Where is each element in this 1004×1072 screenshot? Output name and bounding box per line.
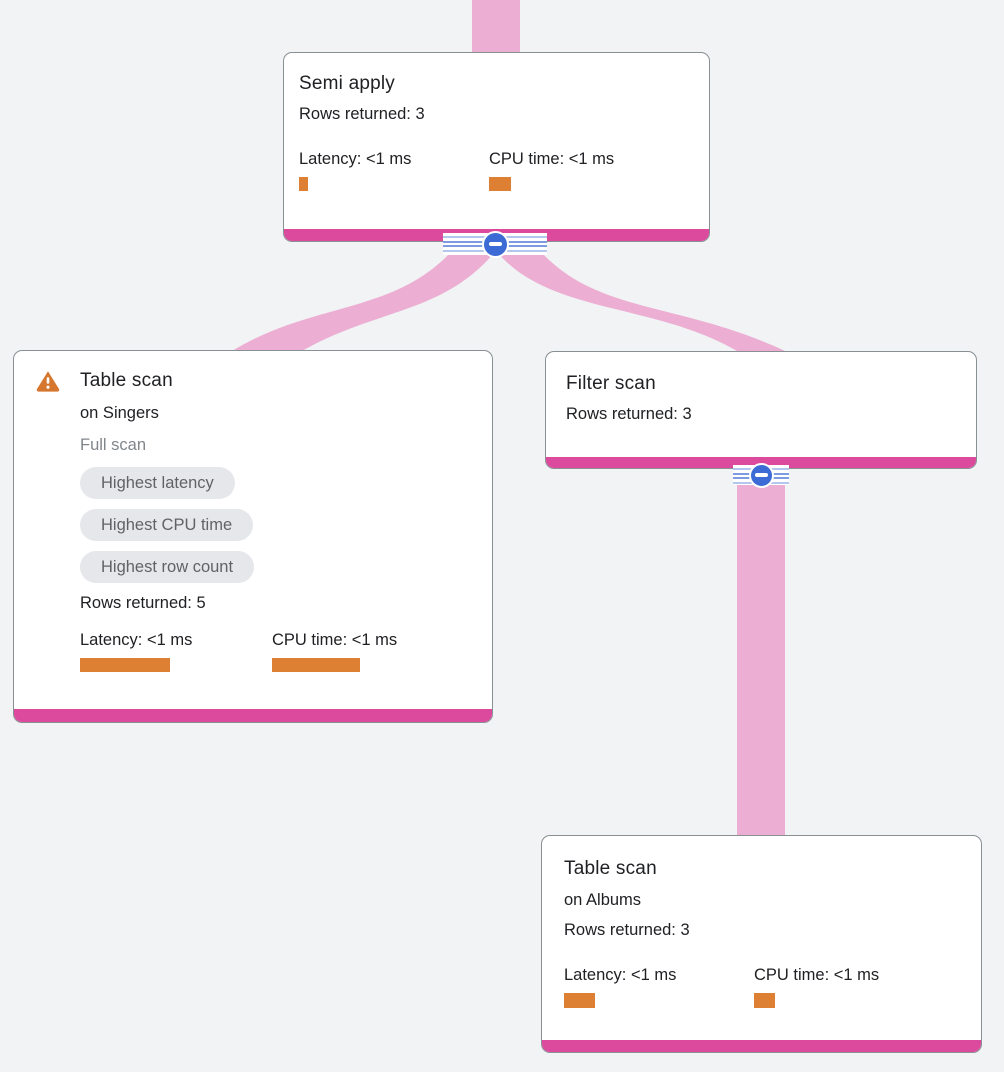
latency-bar bbox=[564, 993, 595, 1008]
latency-bar bbox=[80, 658, 170, 672]
rows-returned: Rows returned: 3 bbox=[299, 105, 425, 123]
badge-list: Highest latency Highest CPU time Highest… bbox=[80, 467, 472, 583]
badge-highest-row-count: Highest row count bbox=[80, 551, 255, 583]
cpu-metric: CPU time: <1 ms bbox=[754, 957, 944, 1008]
latency-bar bbox=[299, 177, 308, 191]
latency-metric: Latency: <1 ms bbox=[80, 630, 272, 672]
node-flow-bar bbox=[542, 1040, 981, 1052]
edge-filter-scan-to-table-scan-albums bbox=[737, 472, 785, 838]
node-title: Filter scan bbox=[566, 373, 656, 394]
latency-label: Latency: <1 ms bbox=[80, 631, 193, 649]
badge-highest-latency: Highest latency bbox=[80, 467, 235, 499]
plan-node-table-scan-singers[interactable]: Table scan on Singers Full scan Highest … bbox=[13, 350, 493, 723]
edge-top-to-semi-apply bbox=[472, 0, 520, 56]
node-title: Table scan bbox=[80, 370, 173, 391]
plan-node-table-scan-albums[interactable]: Table scan on Albums Rows returned: 3 La… bbox=[541, 835, 982, 1053]
collapse-minus-icon[interactable] bbox=[481, 230, 509, 258]
latency-label: Latency: <1 ms bbox=[299, 150, 412, 168]
scan-target: on Singers bbox=[80, 404, 159, 422]
cpu-bar bbox=[754, 993, 775, 1008]
badge-highest-cpu-time: Highest CPU time bbox=[80, 509, 254, 541]
scan-type: Full scan bbox=[80, 436, 147, 454]
node-title: Semi apply bbox=[299, 73, 395, 94]
latency-label: Latency: <1 ms bbox=[564, 966, 677, 984]
edge-semi-apply-to-table-scan-singers bbox=[232, 253, 494, 351]
cpu-label: CPU time: <1 ms bbox=[489, 150, 615, 168]
cpu-bar bbox=[272, 658, 360, 672]
node-flow-bar bbox=[14, 709, 492, 722]
latency-metric: Latency: <1 ms bbox=[299, 142, 489, 191]
rows-returned: Rows returned: 3 bbox=[564, 921, 690, 939]
rows-returned: Rows returned: 5 bbox=[80, 594, 206, 612]
collapse-minus-icon[interactable] bbox=[748, 462, 774, 488]
edge-semi-apply-to-filter-scan bbox=[498, 253, 785, 351]
scan-target: on Albums bbox=[564, 891, 642, 909]
collapse-button-filter-scan[interactable] bbox=[733, 462, 789, 488]
cpu-label: CPU time: <1 ms bbox=[754, 966, 880, 984]
cpu-label: CPU time: <1 ms bbox=[272, 631, 398, 649]
cpu-bar bbox=[489, 177, 511, 191]
cpu-metric: CPU time: <1 ms bbox=[489, 142, 679, 191]
cpu-metric: CPU time: <1 ms bbox=[272, 630, 464, 672]
plan-node-filter-scan[interactable]: Filter scan Rows returned: 3 bbox=[545, 351, 977, 469]
collapse-button-semi-apply[interactable] bbox=[443, 230, 547, 258]
plan-node-semi-apply[interactable]: Semi apply Rows returned: 3 Latency: <1 … bbox=[283, 52, 710, 242]
latency-metric: Latency: <1 ms bbox=[564, 957, 754, 1008]
warning-icon bbox=[36, 370, 60, 392]
rows-returned: Rows returned: 3 bbox=[566, 405, 692, 423]
node-title: Table scan bbox=[564, 858, 657, 879]
